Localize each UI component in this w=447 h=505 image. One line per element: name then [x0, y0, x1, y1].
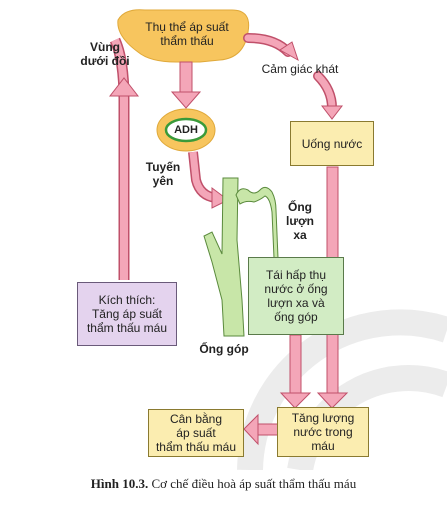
arrowhead-thirst-drink — [320, 105, 344, 120]
balance-box: Cân bằng áp suất thẩm thấu máu — [148, 409, 244, 457]
arrowhead-increase-balance — [243, 413, 259, 446]
arrowhead-stimulus-hypothalamus — [108, 77, 140, 97]
arrowhead-receptor-adh — [170, 91, 202, 109]
increase-box: Tăng lượng nước trong máu — [277, 407, 369, 457]
receptor-label: Thụ thể áp suất thẩm thấu — [145, 20, 229, 48]
arrow-reabsorb-increase — [289, 334, 302, 396]
reabsorb-box: Tái hấp thụ nước ở ống lượn xa và ống gó… — [248, 257, 344, 335]
arrow-receptor-adh — [179, 61, 193, 95]
figure-number: Hình 10.3. — [90, 476, 149, 491]
arrowhead-receptor-thirst — [279, 41, 299, 62]
adh-oval — [164, 117, 208, 143]
figure-caption: Hình 10.3. Cơ chế điều hoà áp suất thẩm … — [0, 476, 447, 492]
collecting-duct-shape — [203, 177, 245, 337]
collecting-duct-label: Ống góp — [199, 342, 249, 356]
hypothalamus-label: Vùng dưới đồi — [80, 40, 130, 68]
arrowhead-reabsorb-increase — [279, 392, 312, 409]
receptor-shape — [117, 9, 250, 63]
distal-tubule-shape — [235, 186, 279, 259]
arrowhead-drink-increase — [316, 392, 349, 409]
drink-box: Uống nước — [290, 121, 374, 166]
pituitary-label: Tuyến yên — [145, 160, 181, 188]
figure-caption-text: Cơ chế điều hoà áp suất thẩm thấu máu — [151, 476, 357, 491]
stimulus-box: Kích thích: Tăng áp suất thẩm thấu máu — [77, 282, 177, 346]
arrow-increase-balance — [255, 423, 279, 436]
distal-tubule-label: Ống lượn xa — [286, 200, 314, 242]
adh-label: ADH — [174, 124, 198, 136]
thirst-label: Cảm giác khát — [261, 62, 339, 76]
diagram-canvas — [108, 9, 447, 470]
arrowhead-adh-tubule — [211, 187, 229, 209]
